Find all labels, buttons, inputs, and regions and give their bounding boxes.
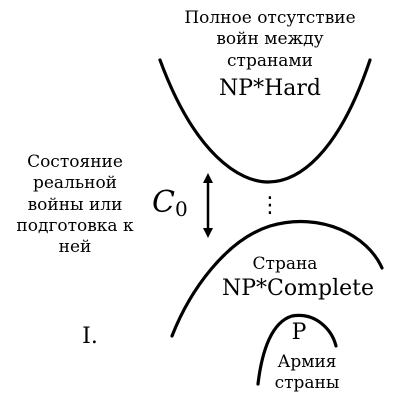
- p-curve: [256, 313, 338, 386]
- roman-numeral-label: I.: [82, 324, 98, 349]
- left-label-line: подготовка к: [16, 215, 134, 236]
- army-label: Армия страны: [262, 352, 352, 393]
- strana-label: Страна: [252, 254, 318, 274]
- p-label: P: [291, 320, 307, 345]
- np-complete-curve: [170, 220, 384, 338]
- np-hard-label: NP*Hard: [219, 76, 321, 101]
- c0-subscript: 0: [174, 197, 188, 221]
- top-label-line: войн между: [216, 29, 324, 50]
- vertical-dots: ⋮: [259, 193, 281, 218]
- army-label-line: Армия: [277, 352, 337, 372]
- left-label: Состояние реальной войны или подготовка …: [0, 152, 150, 258]
- c0-label: C0: [152, 185, 196, 222]
- np-complete-label: NP*Complete: [222, 276, 374, 301]
- top-label: Полное отсутствие войн между странами: [150, 8, 390, 72]
- top-label-line: странами: [227, 50, 313, 71]
- c0-base: C: [152, 185, 175, 220]
- army-label-line: страны: [274, 372, 340, 393]
- np-hard-curve: [158, 58, 372, 184]
- left-label-line: войны или: [27, 194, 123, 215]
- left-label-line: реальной: [32, 173, 118, 194]
- left-label-line: ней: [58, 237, 92, 257]
- left-label-line: Состояние: [27, 152, 123, 172]
- top-label-line: Полное отсутствие: [184, 8, 356, 28]
